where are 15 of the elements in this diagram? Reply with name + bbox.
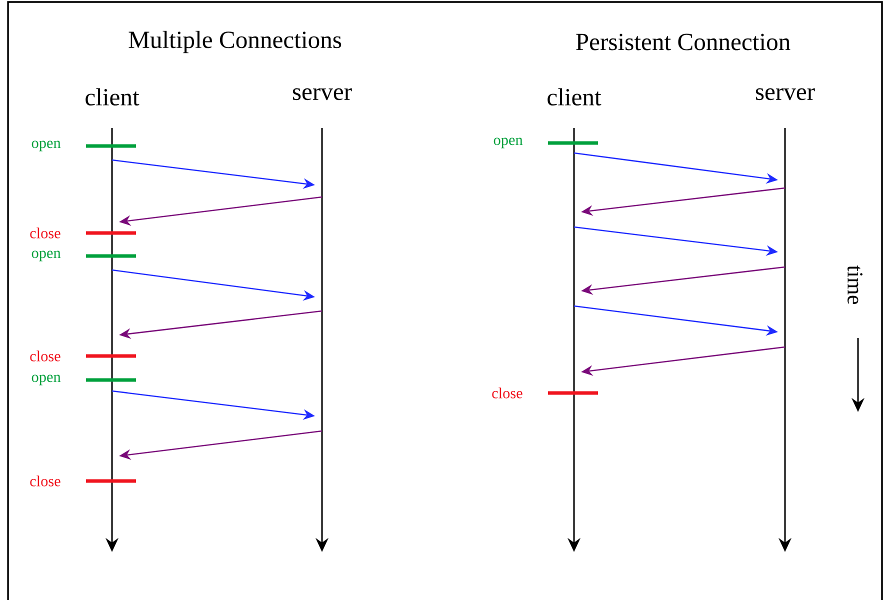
heading: Persistent Connection xyxy=(576,34,790,50)
event-label: close xyxy=(30,350,60,362)
node-label: server xyxy=(756,88,815,100)
axis-label: time xyxy=(848,265,862,304)
event-label: open xyxy=(32,140,61,152)
event-label: open xyxy=(32,374,61,386)
event-label: close xyxy=(492,388,522,398)
heading: Multiple Connections xyxy=(128,30,342,54)
event-label: open xyxy=(494,138,523,148)
event-label: close xyxy=(30,228,60,238)
node-label: client xyxy=(548,88,602,106)
event-label: open xyxy=(32,250,61,262)
event-label: close xyxy=(30,476,60,486)
node-label: server xyxy=(292,88,352,100)
node-label: client xyxy=(86,88,140,106)
